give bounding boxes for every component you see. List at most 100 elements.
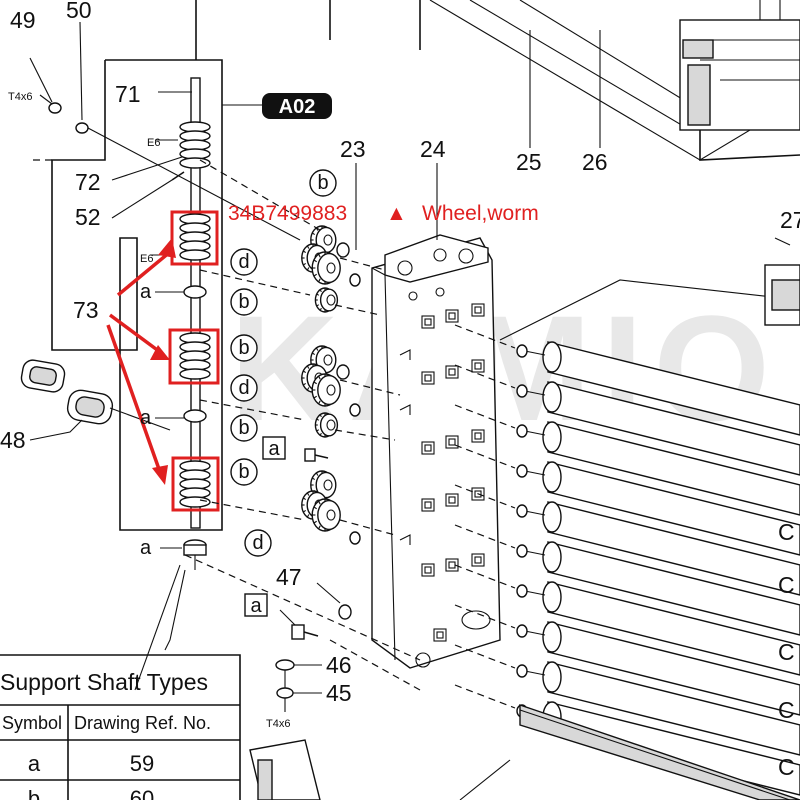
gear xyxy=(314,287,339,313)
worm-wheel xyxy=(179,460,211,508)
plate-hole xyxy=(421,371,435,385)
screw-label-bottom: T4x6 xyxy=(266,718,290,730)
roller xyxy=(454,364,800,476)
callout-symbol: ▲ xyxy=(386,202,407,225)
circle-label-d: d xyxy=(230,374,258,402)
svg-text:b: b xyxy=(238,337,249,359)
circle-label-b: b xyxy=(230,288,258,316)
table-cell-symbol-1: b xyxy=(28,786,40,800)
screw-label-top: T4x6 xyxy=(8,91,32,103)
table-cell-ref-1: 60 xyxy=(130,786,154,800)
callout-part-name: Wheel,worm xyxy=(422,202,539,225)
box-label-a: a xyxy=(244,593,268,617)
worm-wheel xyxy=(179,332,211,380)
plate-hole xyxy=(445,309,459,323)
roller-label-c: C xyxy=(778,754,795,780)
table-header-ref: Drawing Ref. No. xyxy=(74,713,211,733)
plate-hole xyxy=(471,487,485,501)
screw-49 xyxy=(48,102,89,134)
plate-hole xyxy=(471,553,485,567)
shaft-assembly-A02 xyxy=(30,0,223,691)
part-callout: 34B7499883 ▲ Wheel,worm xyxy=(228,202,539,225)
ref-52: 52 xyxy=(75,204,101,230)
plate-hole xyxy=(421,498,435,512)
svg-text:b: b xyxy=(317,172,328,194)
bottom-guide-part xyxy=(249,739,321,800)
ref-25: 25 xyxy=(516,149,542,175)
circle-label-d: d xyxy=(230,248,258,276)
roller xyxy=(454,524,800,636)
ref-73: 73 xyxy=(73,297,99,323)
plate-hole xyxy=(445,435,459,449)
ref-49: 49 xyxy=(10,7,36,33)
red-arrows xyxy=(106,238,176,485)
ref-50: 50 xyxy=(66,0,92,23)
ref-46: 46 xyxy=(326,652,352,678)
circle-label-b: b xyxy=(230,334,258,362)
clip-48 xyxy=(20,359,114,425)
plate-hole xyxy=(445,558,459,572)
drive-roller xyxy=(519,704,800,800)
ref-45: 45 xyxy=(326,680,352,706)
gear xyxy=(311,498,341,532)
plate-hole xyxy=(421,441,435,455)
box-label-a: a xyxy=(262,436,286,460)
worm-wheel xyxy=(179,121,211,169)
side-plate-24 xyxy=(371,234,501,669)
screw-assembly-45-47 xyxy=(275,604,352,699)
table-cell-symbol-0: a xyxy=(28,751,41,776)
table-header-symbol: Symbol xyxy=(2,713,62,733)
roller xyxy=(454,484,800,596)
highlight-worm-3 xyxy=(171,456,220,512)
ref-24: 24 xyxy=(420,136,446,162)
gear xyxy=(311,373,341,407)
plate-hole xyxy=(445,493,459,507)
roller xyxy=(454,564,800,676)
circle-label-b: b xyxy=(230,458,258,486)
svg-text:b: b xyxy=(238,291,249,313)
ref-48: 48 xyxy=(0,427,26,453)
roller xyxy=(454,604,800,716)
roller xyxy=(454,404,800,516)
bracket-27 xyxy=(764,264,800,326)
highlight-worm-2 xyxy=(168,328,220,385)
plain-a-2: a xyxy=(140,407,152,429)
svg-text:b: b xyxy=(238,461,249,483)
circle-label-b: b xyxy=(230,414,258,442)
ring-label-e6-mid: E6 xyxy=(140,253,153,265)
top-frame-assembly xyxy=(329,0,800,161)
support-shaft-table: Support Shaft Types Symbol Drawing Ref. … xyxy=(0,654,241,800)
ref-23: 23 xyxy=(340,136,366,162)
plate-hole xyxy=(471,359,485,373)
plate-hole xyxy=(445,365,459,379)
plain-a-1: a xyxy=(140,281,152,303)
svg-text:A02: A02 xyxy=(279,96,316,118)
worm-wheel xyxy=(179,213,211,261)
table-cell-ref-0: 59 xyxy=(130,751,154,776)
circle-label-d: d xyxy=(244,529,272,557)
svg-text:a: a xyxy=(268,438,280,460)
plain-a-3: a xyxy=(140,537,152,559)
ref-72: 72 xyxy=(75,169,101,195)
ring-label-e6-top: E6 xyxy=(147,137,160,149)
roller xyxy=(454,324,800,436)
ref-47: 47 xyxy=(276,564,302,590)
roller-array xyxy=(454,324,800,796)
roller xyxy=(454,644,800,756)
circle-label-b: b xyxy=(309,169,337,197)
gear-stacks xyxy=(301,225,361,545)
ref-27: 27 xyxy=(780,207,800,233)
section-badge-A02: A02 xyxy=(262,93,332,119)
gear xyxy=(310,470,337,500)
gear xyxy=(314,412,339,438)
svg-text:b: b xyxy=(238,417,249,439)
svg-text:d: d xyxy=(238,251,249,273)
svg-text:d: d xyxy=(238,377,249,399)
gear xyxy=(311,251,341,285)
svg-text:a: a xyxy=(250,595,262,617)
roller-label-c: C xyxy=(778,572,795,598)
roller xyxy=(454,444,800,556)
table-title: Support Shaft Types xyxy=(0,669,208,695)
svg-text:d: d xyxy=(252,532,263,554)
